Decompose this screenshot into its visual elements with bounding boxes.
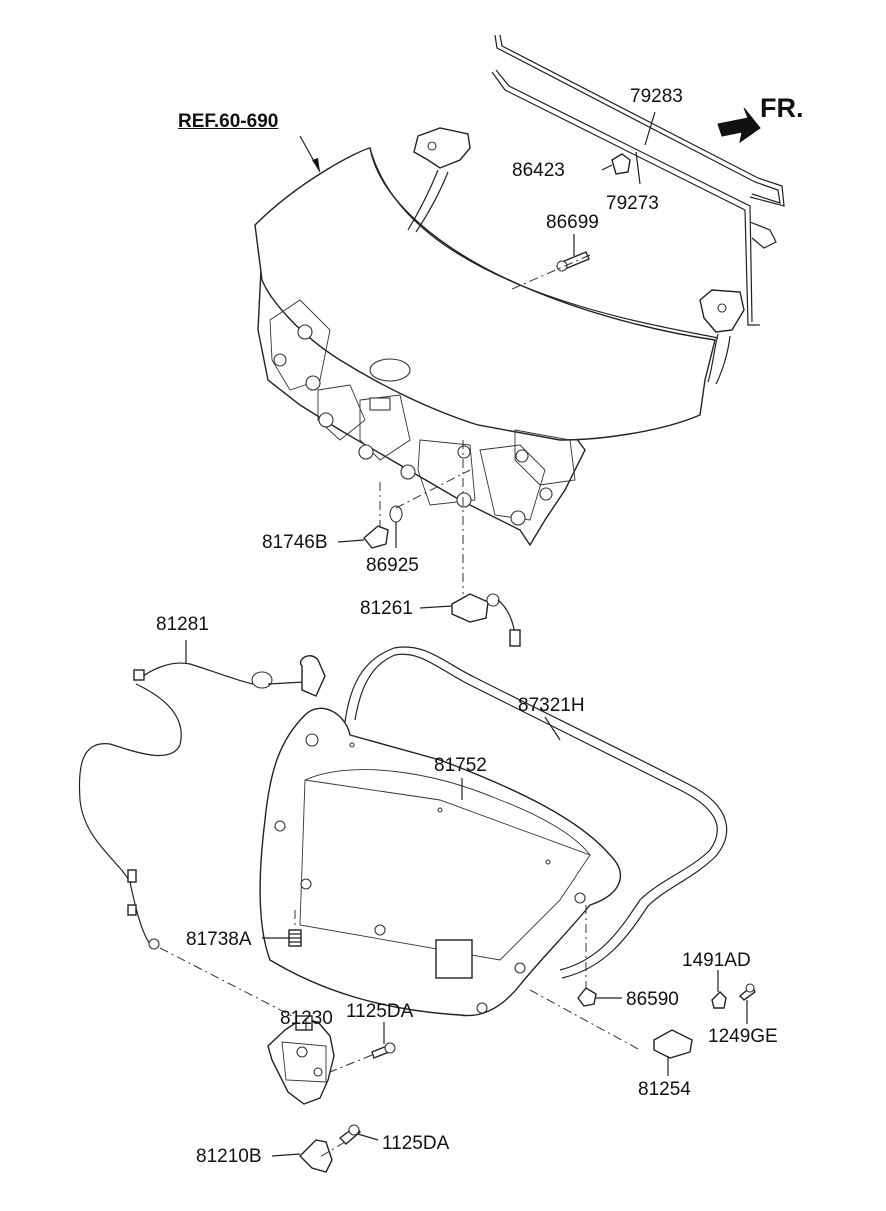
hinge-right[interactable] bbox=[699, 289, 745, 385]
leader-lines bbox=[185, 111, 748, 1157]
nut-1491AD[interactable] bbox=[711, 991, 727, 1009]
part-label-79273[interactable]: 79273 bbox=[606, 193, 659, 214]
screw-1249GE[interactable] bbox=[738, 983, 756, 1001]
bolt-1125DA-lower[interactable] bbox=[338, 1124, 361, 1145]
part-label-1249GE[interactable]: 1249GE bbox=[708, 1026, 778, 1047]
reference-label[interactable]: REF.60-690 bbox=[178, 111, 279, 132]
part-label-81261[interactable]: 81261 bbox=[360, 598, 413, 619]
bolt-86699[interactable] bbox=[556, 251, 590, 272]
clip-81746B[interactable] bbox=[363, 525, 389, 549]
part-label-1125DA-lower[interactable]: 1125DA bbox=[382, 1133, 450, 1154]
torsion-bar-79283[interactable] bbox=[494, 34, 785, 207]
part-label-81210B[interactable]: 81210B bbox=[196, 1146, 262, 1167]
latch-81230[interactable] bbox=[267, 1015, 335, 1105]
clip-86590[interactable] bbox=[577, 987, 597, 1007]
part-label-81254[interactable]: 81254 bbox=[638, 1079, 691, 1100]
switch-81261[interactable] bbox=[451, 593, 521, 647]
bumper-81738A[interactable] bbox=[288, 929, 302, 947]
part-label-79283[interactable]: 79283 bbox=[630, 86, 683, 107]
part-label-86423[interactable]: 86423 bbox=[512, 160, 565, 181]
bolt-1125DA-upper[interactable] bbox=[371, 1042, 396, 1059]
part-label-81230[interactable]: 81230 bbox=[280, 1008, 333, 1029]
part-label-1125DA-upper[interactable]: 1125DA bbox=[346, 1001, 414, 1022]
striker-81210B[interactable] bbox=[299, 1139, 333, 1173]
hinge-left[interactable] bbox=[407, 127, 471, 233]
front-arrow-icon bbox=[717, 107, 761, 144]
weatherstrip-87321H[interactable] bbox=[344, 646, 728, 979]
plug-86925[interactable] bbox=[389, 505, 403, 523]
part-label-81746B[interactable]: 81746B bbox=[262, 532, 328, 553]
part-label-1491AD[interactable]: 1491AD bbox=[682, 950, 751, 971]
front-direction-label: FR. bbox=[760, 93, 804, 123]
release-cable-81281[interactable] bbox=[78, 655, 326, 950]
torsion-bar-79273[interactable] bbox=[491, 69, 777, 326]
part-label-81738A[interactable]: 81738A bbox=[186, 929, 252, 950]
part-label-86590[interactable]: 86590 bbox=[626, 989, 679, 1010]
stopper-86423[interactable] bbox=[611, 153, 631, 175]
part-label-87321H[interactable]: 87321H bbox=[518, 695, 585, 716]
part-label-86925[interactable]: 86925 bbox=[366, 555, 419, 576]
trunk-lid-panel[interactable] bbox=[254, 147, 719, 547]
actuator-81254[interactable] bbox=[653, 1029, 693, 1059]
part-label-81281[interactable]: 81281 bbox=[156, 614, 209, 635]
part-label-81752[interactable]: 81752 bbox=[434, 755, 487, 776]
trim-panel-81752[interactable] bbox=[259, 707, 621, 1017]
part-label-86699[interactable]: 86699 bbox=[546, 212, 599, 233]
